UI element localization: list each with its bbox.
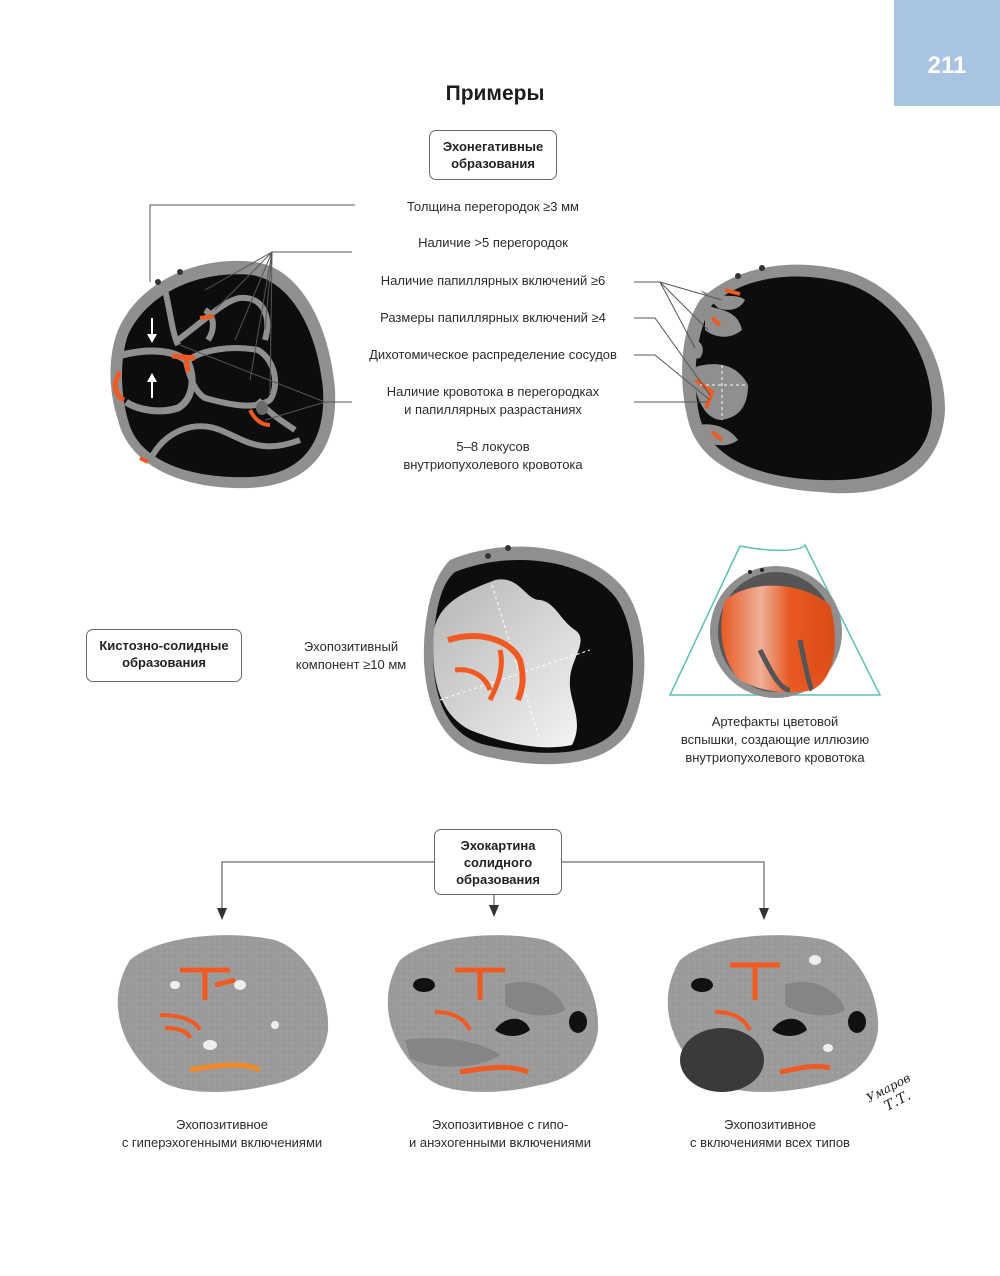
- label-septa-count: Наличие >5 перегородок: [355, 234, 631, 252]
- multilocular-cyst: [110, 260, 336, 489]
- label-septum-thickness: Толщина перегородок ≥3 мм: [355, 198, 631, 216]
- cystic-solid-box: Кистозно-солидные образования: [86, 629, 242, 682]
- page-number-tab: [894, 0, 1000, 106]
- label-text: Размеры папиллярных включений ≥4: [380, 310, 606, 325]
- box-line: Эхокартина: [460, 838, 536, 853]
- label-text: компонент ≥10 мм: [295, 657, 407, 672]
- label-papillae-size: Размеры папиллярных включений ≥4: [355, 309, 631, 327]
- label-echopositive-component: Эхопозитивный компонент ≥10 мм: [276, 638, 426, 674]
- label-papillae-count: Наличие папиллярных включений ≥6: [355, 272, 631, 290]
- author-signature: Умаров Т.Т.: [864, 1071, 913, 1115]
- arrow-down-icon: [217, 908, 227, 920]
- box-line: Эхонегативные: [442, 139, 544, 154]
- caption-text: и анэхогенными включениями: [408, 1135, 592, 1150]
- caption-hyperechoic: Эхопозитивное с гиперэхогенными включени…: [102, 1116, 342, 1152]
- label-text: Дихотомическое распределение сосудов: [369, 347, 617, 362]
- label-text: 5–8 локусов: [456, 439, 530, 454]
- label-text: Наличие папиллярных включений ≥6: [380, 273, 606, 288]
- label-text: Эхопозитивный: [303, 639, 399, 654]
- arrow-down-icon: [759, 908, 769, 920]
- label-flow-loci: 5–8 локусов внутриопухолевого кровотока: [355, 438, 631, 474]
- caption-text: внутриопухолевого кровотока: [685, 750, 865, 765]
- box-line: Кистозно-солидные: [99, 638, 229, 653]
- anechoic-masses-box: Эхонегативные образования: [429, 130, 557, 180]
- caption-text: вспышки, создающие иллюзию: [680, 732, 870, 747]
- box-line: солидного: [463, 855, 533, 870]
- leader-lines-top: [149, 204, 723, 421]
- label-text: внутриопухолевого кровотока: [403, 457, 583, 472]
- box-line: образования: [456, 872, 540, 887]
- label-text: Наличие кровотока в перегородках: [386, 384, 600, 399]
- caption-text: Эхопозитивное с гипо-: [431, 1117, 569, 1132]
- label-text: Наличие >5 перегородок: [418, 235, 568, 250]
- solid-mass-hyperechoic: [117, 935, 329, 1092]
- caption-text: с включениями всех типов: [690, 1135, 850, 1150]
- page-title: Примеры: [445, 82, 545, 105]
- solid-mass-hypo-anechoic: [387, 935, 599, 1092]
- papillary-cyst: [682, 264, 945, 494]
- cystic-solid-mass: [423, 545, 645, 765]
- page-number: 211: [927, 52, 967, 79]
- label-septal-flow: Наличие кровотока в перегородках и папил…: [355, 383, 631, 419]
- caption-text: Эхопозитивное: [175, 1117, 269, 1132]
- solid-mass-box: Эхокартина солидного образования: [434, 829, 562, 895]
- label-text: Толщина перегородок ≥3 мм: [407, 199, 579, 214]
- arrow-down-icon: [489, 905, 499, 917]
- solid-mass-all-types: [667, 935, 879, 1092]
- box-line: образования: [122, 655, 206, 670]
- caption-all-types: Эхопозитивное с включениями всех типов: [660, 1116, 880, 1152]
- caption-text: Эхопозитивное: [723, 1117, 817, 1132]
- caption-text: Артефакты цветовой: [711, 714, 839, 729]
- caption-color-flash: Артефакты цветовой вспышки, создающие ил…: [655, 713, 895, 767]
- caption-text: с гиперэхогенными включениями: [121, 1135, 323, 1150]
- caption-hypo-anechoic: Эхопозитивное с гипо- и анэхогенными вкл…: [375, 1116, 625, 1152]
- label-dichotomous-vessels: Дихотомическое распределение сосудов: [352, 346, 634, 364]
- label-text: и папиллярных разрастаниях: [404, 402, 582, 417]
- box-line: образования: [451, 156, 535, 171]
- color-flash-artifact: [668, 543, 882, 698]
